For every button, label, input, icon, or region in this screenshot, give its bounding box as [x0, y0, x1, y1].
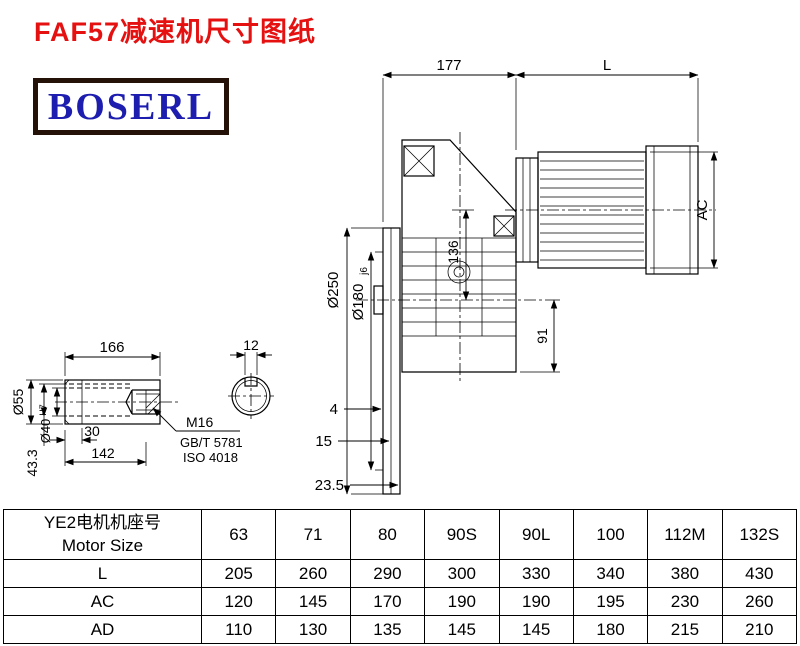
dim-d250-label: Ø250	[325, 272, 342, 309]
page-title: FAF57减速机尺寸图纸	[34, 17, 317, 47]
table-cell: 120	[200, 587, 277, 616]
table-cell: 190	[424, 587, 500, 616]
table-cell: 80	[349, 509, 426, 560]
table-cell: 110	[200, 615, 277, 644]
dim-142-label: 142	[91, 445, 115, 461]
dim-d55-label: Ø55	[10, 389, 26, 416]
table-cell: 145	[498, 615, 574, 644]
gearbox-housing	[401, 139, 517, 373]
side-pad	[493, 215, 515, 237]
table-cell: 132S	[721, 509, 798, 560]
table-cell: 135	[349, 615, 426, 644]
table-cell: 90L	[498, 509, 574, 560]
dim-d40-tolerance: H7	[38, 404, 48, 416]
dim-4-label: 4	[330, 401, 338, 418]
table-cell: 90S	[424, 509, 500, 560]
table-row-L: L 205 260 290 300 330 340 380 430	[3, 559, 798, 588]
fan-cowl	[645, 145, 699, 275]
table-cell: 330	[498, 559, 574, 588]
dim-12-label: 12	[243, 337, 259, 353]
main-view-dimensions: 177 L AC 136 91 Ø250 Ø180 j6 4 15 23.5	[315, 57, 718, 495]
shaft-detail-linework	[55, 373, 274, 425]
dim-d40-label: Ø40	[38, 419, 53, 444]
shaft-end-view-outer	[231, 376, 271, 416]
table-cell: 112M	[647, 509, 723, 560]
table-cell: 205	[200, 559, 277, 588]
dim-15-label: 15	[315, 433, 332, 450]
table-cell: 130	[275, 615, 351, 644]
dim-23-5-label: 23.5	[315, 477, 344, 494]
table-cell-motor-size-header: YE2电机机座号 Motor Size	[3, 509, 202, 560]
table-cell-row-label: L	[3, 559, 202, 588]
table-cell: 195	[572, 587, 649, 616]
table-cell: 190	[498, 587, 574, 616]
table-cell: 430	[721, 559, 798, 588]
table-cell: 145	[275, 587, 351, 616]
dim-AC-label: AC	[694, 199, 711, 220]
table-cell: 260	[275, 559, 351, 588]
brand-logo-text: BOSERL	[47, 85, 215, 128]
table-cell: 290	[349, 559, 426, 588]
dim-L-label: L	[603, 57, 611, 74]
table-header-row: YE2电机机座号 Motor Size 63 71 80 90S 90L 100…	[3, 509, 798, 560]
table-cell-row-label: AD	[3, 615, 202, 644]
table-cell: 145	[424, 615, 500, 644]
brand-logo-box: BOSERL	[33, 78, 229, 135]
flange-plate	[382, 227, 401, 495]
main-view-linework	[356, 132, 716, 495]
motor-size-header-en: Motor Size	[61, 535, 144, 555]
table-cell: 210	[721, 615, 798, 644]
dim-d180-label: Ø180	[350, 284, 367, 321]
table-cell: 340	[572, 559, 649, 588]
table-cell: 63	[200, 509, 277, 560]
table-cell: 215	[647, 615, 723, 644]
dim-166-label: 166	[99, 339, 124, 356]
thread-label: M16	[186, 414, 213, 430]
dim-136-label: 136	[445, 240, 461, 264]
dim-43-3-label: 43.3	[24, 449, 40, 476]
table-cell: 300	[424, 559, 500, 588]
lifting-pad	[403, 145, 435, 177]
motor-fins	[540, 160, 644, 261]
dim-d180-tolerance: j6	[359, 267, 370, 276]
table-row-AD: AD 110 130 135 145 145 180 215 210	[3, 615, 798, 644]
table-cell: 71	[275, 509, 351, 560]
motor-size-header-cn: YE2电机机座号	[43, 512, 162, 532]
table-row-AC: AC 120 145 170 190 190 195 230 260	[3, 587, 798, 616]
keyway-slot	[244, 378, 258, 387]
dim-30-label: 30	[84, 423, 100, 439]
shaft-end-view-bore	[235, 380, 267, 412]
standard-iso-label: ISO 4018	[183, 450, 238, 465]
table-cell: 180	[572, 615, 649, 644]
table-cell: 380	[647, 559, 723, 588]
table-cell: 100	[572, 509, 649, 560]
dim-177-label: 177	[436, 57, 461, 74]
table-cell: 260	[721, 587, 798, 616]
bore-hidden-lines	[69, 383, 132, 417]
gear-train-lines	[402, 237, 516, 337]
dim-91-label: 91	[534, 328, 550, 344]
table-cell: 170	[349, 587, 426, 616]
dimension-table: YE2电机机座号 Motor Size 63 71 80 90S 90L 100…	[3, 509, 798, 644]
table-cell-row-label: AC	[3, 587, 202, 616]
shaft-detail-dimensions: 166 12 Ø55 43.3 Ø40 H7 30 142 M16 GB/T 5…	[10, 337, 272, 477]
technical-drawing: 177 L AC 136 91 Ø250 Ø180 j6 4 15 23.5	[10, 57, 718, 495]
table-cell: 230	[647, 587, 723, 616]
standard-gb-label: GB/T 5781	[180, 435, 243, 450]
